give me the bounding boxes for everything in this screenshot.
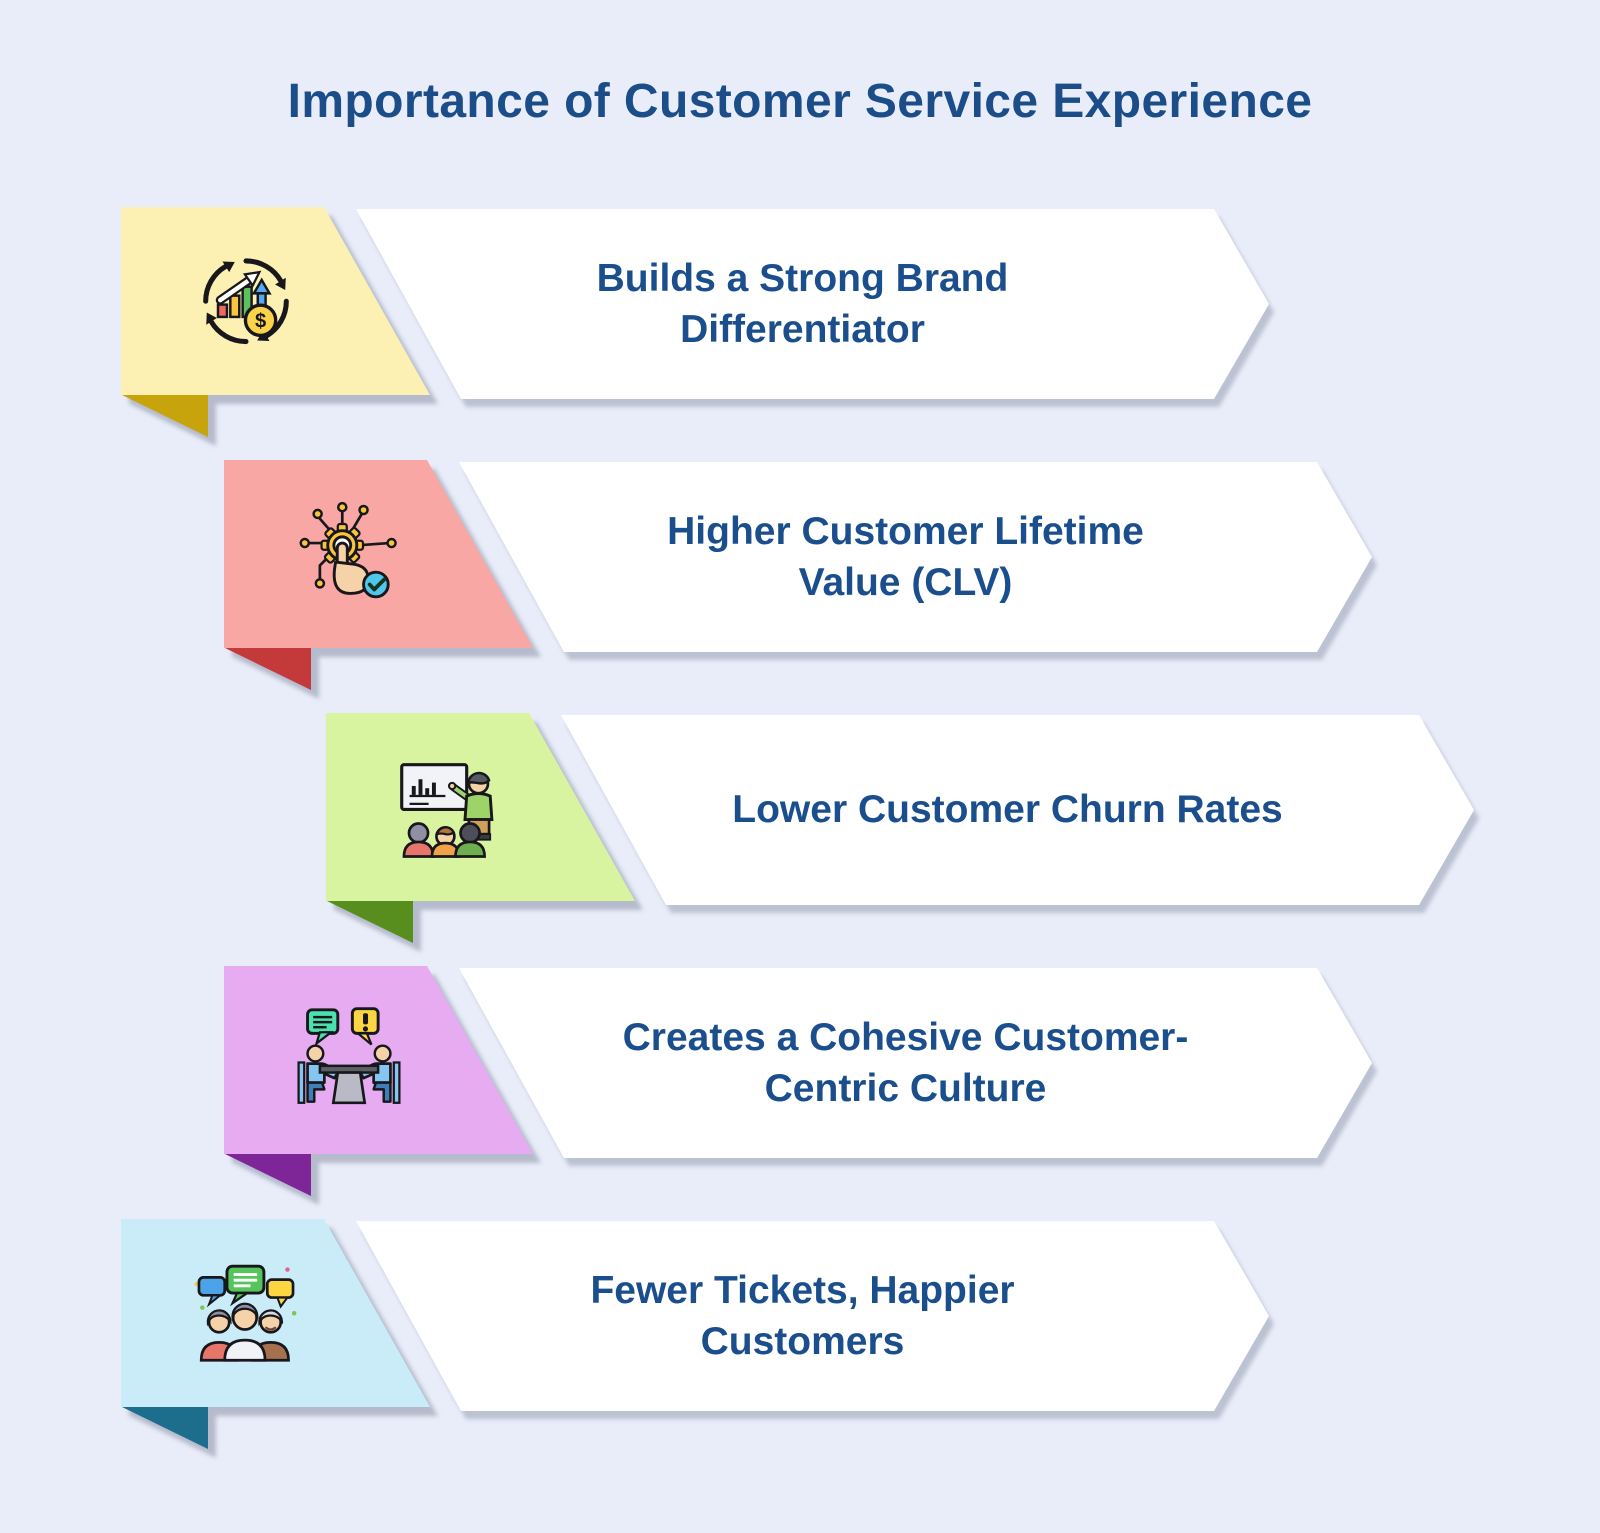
benefit-banner: Fewer Tickets, Happier Customers bbox=[356, 1221, 1269, 1411]
infographic-title: Importance of Customer Service Experienc… bbox=[287, 75, 1313, 128]
icon-box bbox=[121, 1219, 431, 1449]
icon-box bbox=[224, 460, 534, 690]
svg-text:$: $ bbox=[255, 311, 266, 333]
ribbon-fold bbox=[225, 1154, 311, 1196]
benefit-banner: Higher Customer Lifetime Value (CLV) bbox=[459, 462, 1372, 652]
benefit-label: Lower Customer Churn Rates bbox=[732, 788, 1283, 832]
icon-box bbox=[224, 966, 534, 1196]
benefit-label: Higher Customer Lifetime Value (CLV) bbox=[667, 509, 1144, 604]
ribbon-fold bbox=[122, 1407, 208, 1449]
benefit-label: Fewer Tickets, Happier Customers bbox=[590, 1268, 1015, 1363]
icon-box bbox=[326, 713, 636, 943]
growth-cycle-icon: $ bbox=[190, 243, 302, 355]
benefit-banner: Lower Customer Churn Rates bbox=[561, 715, 1474, 905]
benefit-label: Creates a Cohesive Customer- Centric Cul… bbox=[622, 1015, 1189, 1110]
presentation-icon bbox=[395, 749, 507, 861]
discussion-icon bbox=[293, 1002, 405, 1114]
benefit-banner: Creates a Cohesive Customer- Centric Cul… bbox=[459, 968, 1372, 1158]
benefit-label: Builds a Strong Brand Differentiator bbox=[596, 256, 1009, 351]
ribbon-fold bbox=[225, 648, 311, 690]
ribbon-fold bbox=[327, 901, 413, 943]
ribbon-fold bbox=[122, 395, 208, 437]
icon-box: $ bbox=[121, 207, 431, 437]
group-chat-icon bbox=[190, 1255, 302, 1367]
benefit-banner: Builds a Strong Brand Differentiator bbox=[356, 209, 1269, 399]
automation-touch-icon bbox=[293, 496, 405, 608]
